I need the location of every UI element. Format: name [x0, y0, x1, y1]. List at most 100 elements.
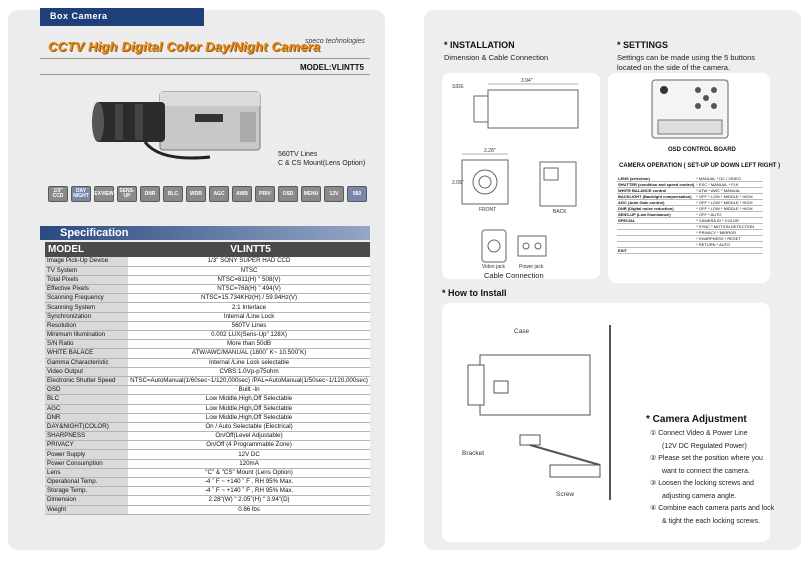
spec-label: OSD: [45, 385, 129, 396]
spec-label: Image Pick-Up Device: [45, 257, 129, 267]
spec-value: "C" & "CS" Mount (Lens Option): [128, 468, 370, 479]
operation-options: * OFF * LOW * MIDDLE * HIGH: [695, 199, 763, 207]
feature-icon: AGC: [209, 186, 229, 202]
spec-value: NTSC=15.734KHz(H) / 59.94Hz(V): [128, 293, 370, 304]
camera-adjustment-title: * Camera Adjustment: [646, 414, 747, 425]
installation-subtitle: Dimension & Cable Connection: [444, 53, 549, 62]
operation-options: * RETURN * AUTO: [695, 241, 763, 249]
feature-icons: 1/3" CCD DAY NIGHT EXVIEW SENS-UP DNR BL…: [48, 186, 368, 202]
operation-menu: [617, 223, 696, 231]
caption-line: 560TV Lines: [278, 151, 318, 158]
spec-value: 0.66 lbs: [128, 505, 370, 515]
settings-text: Settings can be made using the 5 buttons…: [617, 53, 755, 73]
spec-label: Lens: [45, 468, 129, 479]
spec-row: Lens"C" & "CS" Mount (Lens Option): [45, 468, 370, 479]
spec-value: 2.28"(W) " 2.05"(H) " 3.94"(D): [128, 495, 370, 506]
feature-icon: 12V: [324, 186, 344, 202]
spec-value: Low Middle,High,Off Selectable: [128, 394, 370, 405]
spec-value: ATW/AWC/MANUAL (1800˚ K~ 10.500˚K): [128, 348, 370, 359]
spec-label: AGC: [45, 404, 129, 414]
spec-value: Low Middle,High,Off Selectable: [128, 404, 370, 414]
screw-label: Screw: [556, 491, 575, 498]
feature-icon: EXVIEW: [94, 186, 114, 202]
settings-title: * SETTINGS: [617, 40, 669, 50]
adjustment-step: ② Please set the position where you: [650, 455, 763, 462]
spec-value: On / Auto Selectable (Electrical): [128, 422, 370, 433]
operation-options: * ESC * MANUAL * FLK: [695, 181, 763, 189]
operation-options: * OFF * AUTO: [695, 211, 763, 219]
spec-label: Scanning System: [45, 302, 129, 313]
operation-row: WHITE BALANCE control* ATW * AWC * MANUA…: [617, 187, 763, 195]
spec-label: SHARPNESS: [45, 431, 129, 442]
brand-logo: speco technologies: [305, 38, 365, 45]
feature-icon: BLC: [163, 186, 183, 202]
operation-row: SPECIAL* CAMERA ID * COLOR: [617, 217, 763, 225]
spec-value: 560TV Lines: [128, 321, 370, 332]
spec-label: Scanning Frequency: [45, 293, 129, 304]
divider: [40, 58, 370, 59]
camera-operation-title: CAMERA OPERATION ( SET-UP UP DOWN LEFT R…: [619, 163, 781, 169]
spec-value: NTSC=768(H) " 494(V): [128, 284, 370, 295]
divider: [40, 74, 370, 75]
operation-options: * OFF * LOW * MIDDLE * HIGH: [695, 205, 763, 213]
header-model: MODEL: [45, 242, 129, 257]
bracket-label: Bracket: [462, 450, 485, 457]
operation-row: SHUTTER (condition and speed control)* E…: [617, 181, 763, 189]
feature-icon: PRIV: [255, 186, 275, 202]
spec-value: 1/3" SONY SUPER HAD CCD: [128, 257, 370, 267]
spec-label: Electronic Shutter Speed: [45, 376, 129, 387]
operation-menu: [617, 229, 696, 237]
operation-options: * SYNC * MOTION DETECTION: [695, 223, 763, 231]
spec-label: Synchronization: [45, 312, 129, 322]
spec-label: DAY&NIGHT(COLOR): [45, 422, 129, 433]
spec-value: NTSC: [128, 266, 370, 276]
feature-icon: OSD: [278, 186, 298, 202]
spec-value: -4 ˚ F ~ +140 ˚ F , RH 95% Max.: [128, 477, 370, 488]
adjustment-step: adjusting camera angle.: [662, 492, 737, 500]
spec-label: Effective Pixels: [45, 284, 129, 295]
product-title: CCTV High Digital Color Day/Night Camera: [48, 39, 321, 54]
operation-row: BACKLIGHT (Backlight compensation)* OFF …: [617, 193, 763, 201]
settings-text-line: Settings can be made using the 5 buttons: [617, 53, 756, 62]
spec-label: WHITE BALACE: [45, 348, 129, 359]
install-panel: [442, 303, 770, 542]
front-label: FRONT: [479, 207, 497, 213]
operation-row: SENS-UP (Low illuminance)* OFF * AUTO: [617, 211, 763, 219]
dimension-drawing: [461, 83, 579, 263]
spec-heading: Specification: [40, 226, 370, 240]
adjustment-step: ① Connect Video & Power Line: [650, 430, 748, 437]
operation-menu: EXIT: [617, 247, 696, 255]
dim-height: 2.05": [452, 180, 464, 186]
operation-menu: WHITE BALANCE control: [617, 187, 696, 195]
operation-row: EXIT: [617, 247, 763, 255]
feature-icon: DNR: [140, 186, 160, 202]
operation-menu: DNR (Digital noise reduction): [617, 205, 696, 213]
video-jack-label: Video jack: [482, 264, 505, 270]
caption-line: C & CS Mount(Lens Option): [278, 160, 366, 167]
dim-width: 3.94": [521, 78, 533, 84]
header-model-value: VLINTT5: [128, 242, 370, 257]
spec-value: CVBS:1.0Vp-p75ohm: [128, 367, 370, 377]
spec-value: Low Middle,High,Off Selectable: [128, 413, 370, 423]
operation-menu: [617, 235, 696, 243]
category-tab: Box Camera: [40, 8, 204, 26]
spec-label: Total Pixels: [45, 275, 129, 286]
spec-value: Built -In: [128, 385, 370, 396]
feature-icon: AWB: [232, 186, 252, 202]
operation-row: AGC (Auto Gain control)* OFF * LOW * MID…: [617, 199, 763, 207]
